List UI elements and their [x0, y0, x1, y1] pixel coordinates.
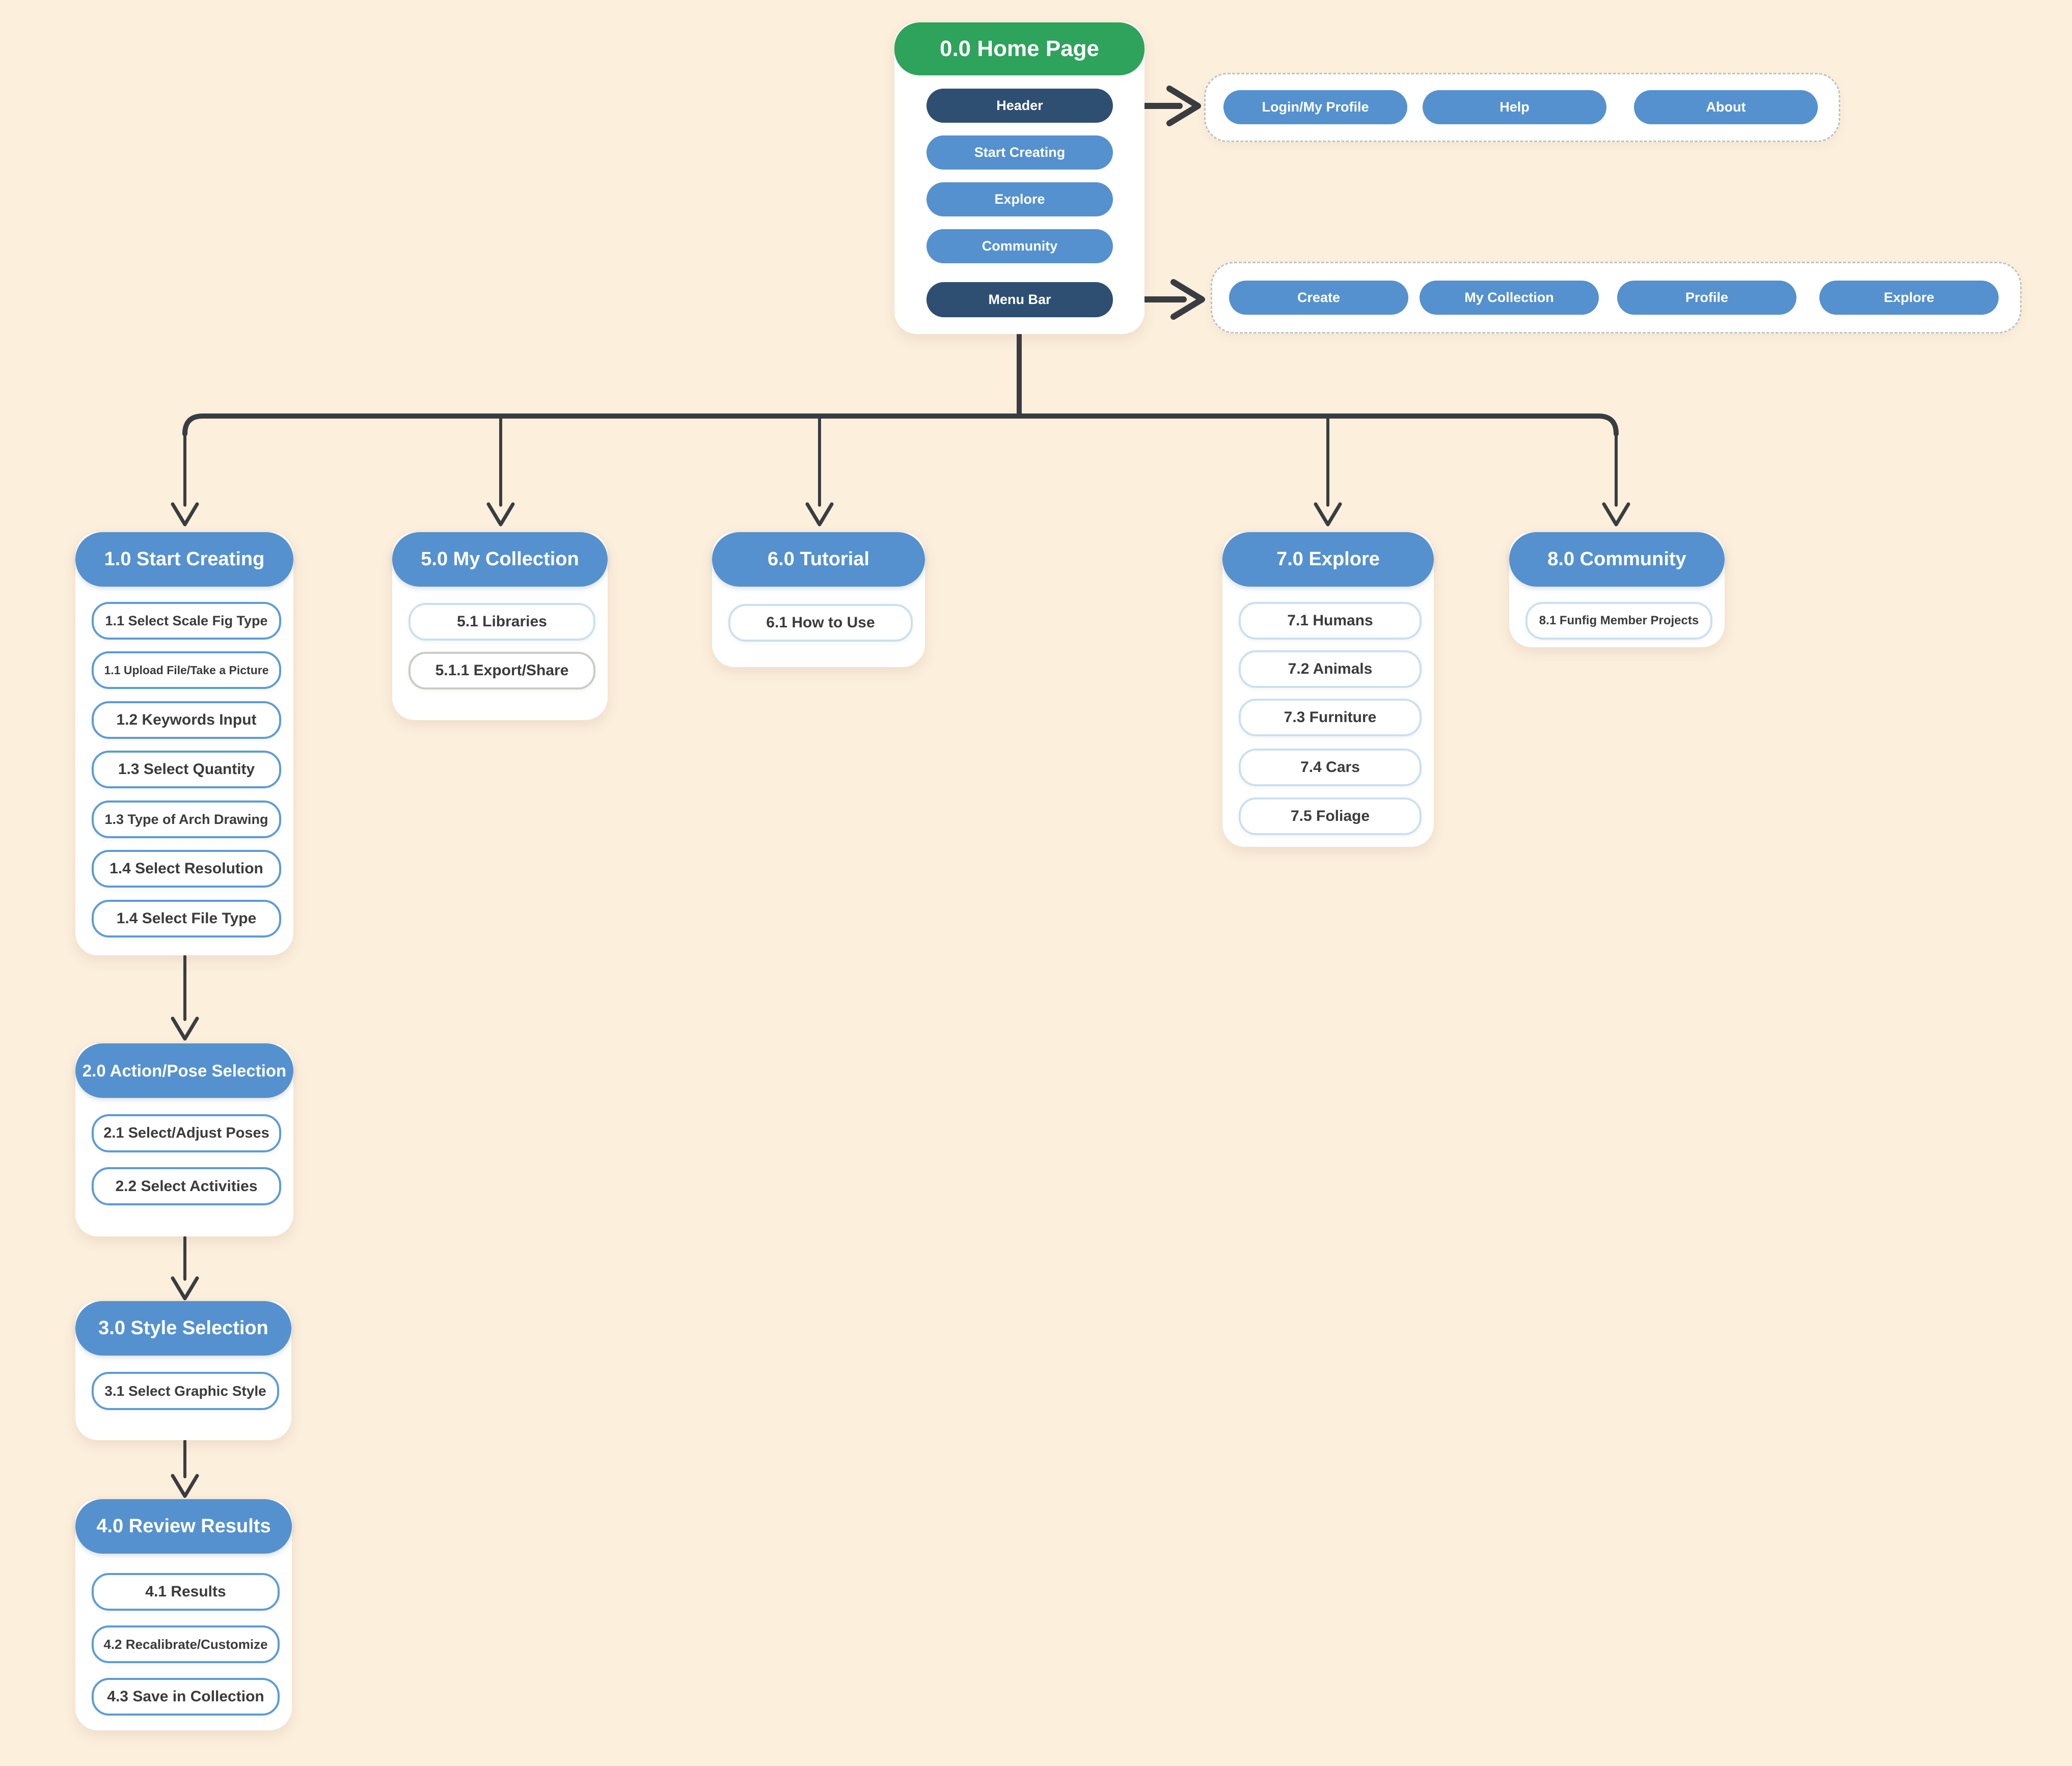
node-type-of-arch-drawing[interactable]: 1.3 Type of Arch Drawing — [92, 801, 281, 838]
node-label: 5.1 Libraries — [457, 613, 547, 630]
node-label: 7.3 Furniture — [1284, 709, 1377, 726]
node-label: 1.1 Select Scale Fig Type — [105, 613, 268, 628]
section-header-my-collection[interactable]: 5.0 My Collection — [392, 532, 608, 587]
node-label: 8.1 Funfig Member Projects — [1539, 614, 1699, 627]
node-label: 3.1 Select Graphic Style — [104, 1383, 266, 1399]
node-select-graphic-style[interactable]: 3.1 Select Graphic Style — [92, 1372, 279, 1410]
node-label: 7.5 Foliage — [1290, 808, 1370, 824]
node-animals[interactable]: 7.2 Animals — [1239, 650, 1422, 688]
node-label: 1.1 Upload File/Take a Picture — [104, 663, 269, 677]
section-title: 1.0 Start Creating — [104, 548, 265, 570]
node-label: 1.2 Keywords Input — [116, 711, 257, 728]
home-button-label: Header — [996, 98, 1043, 113]
submenu-profile[interactable]: Profile — [1617, 281, 1796, 315]
home-button-label: Community — [982, 238, 1058, 254]
node-select-file-type[interactable]: 1.4 Select File Type — [92, 900, 281, 937]
submenu-login-my-profile[interactable]: Login/My Profile — [1223, 90, 1407, 124]
node-save-in-collection[interactable]: 4.3 Save in Collection — [92, 1678, 280, 1716]
section-header-style-selection[interactable]: 3.0 Style Selection — [75, 1301, 291, 1356]
node-cars[interactable]: 7.4 Cars — [1239, 749, 1422, 786]
submenu-label: About — [1706, 99, 1746, 115]
node-select-resolution[interactable]: 1.4 Select Resolution — [92, 850, 281, 888]
node-upload-file-take-picture[interactable]: 1.1 Upload File/Take a Picture — [92, 651, 281, 689]
section-title: 7.0 Explore — [1276, 548, 1380, 570]
node-keywords-input[interactable]: 1.2 Keywords Input — [92, 701, 281, 739]
submenu-label: Profile — [1685, 290, 1729, 305]
node-select-scale-fig-type[interactable]: 1.1 Select Scale Fig Type — [92, 602, 281, 640]
node-label: 7.1 Humans — [1287, 612, 1373, 629]
node-label: 7.2 Animals — [1288, 660, 1373, 677]
node-label: 4.3 Save in Collection — [107, 1688, 264, 1705]
home-button-label: Menu Bar — [988, 292, 1051, 307]
node-label: 2.1 Select/Adjust Poses — [103, 1125, 269, 1141]
home-button-menu-bar[interactable]: Menu Bar — [926, 282, 1113, 317]
section-community: 8.0 Community 8.1 Funfig Member Projects — [1509, 532, 1725, 647]
node-how-to-use[interactable]: 6.1 How to Use — [728, 604, 913, 642]
submenu-label: My Collection — [1464, 290, 1554, 305]
node-recalibrate-customize[interactable]: 4.2 Recalibrate/Customize — [92, 1625, 280, 1663]
tree-connectors — [171, 332, 1630, 527]
submenu-about[interactable]: About — [1634, 90, 1818, 124]
home-page-card: 0.0 Home Page Header Start Creating Expl… — [894, 22, 1144, 334]
node-select-quantity[interactable]: 1.3 Select Quantity — [92, 751, 281, 788]
section-action-pose-selection: 2.0 Action/Pose Selection 2.1 Select/Adj… — [75, 1043, 293, 1236]
node-label: 1.4 Select Resolution — [110, 860, 263, 877]
section-title: 5.0 My Collection — [421, 548, 579, 570]
node-label: 5.1.1 Export/Share — [435, 662, 569, 679]
node-label: 6.1 How to Use — [766, 614, 875, 631]
node-label: 4.2 Recalibrate/Customize — [103, 1636, 268, 1652]
section-header-action-pose[interactable]: 2.0 Action/Pose Selection — [75, 1043, 293, 1098]
submenu-create[interactable]: Create — [1229, 281, 1408, 315]
section-title: 2.0 Action/Pose Selection — [82, 1061, 287, 1080]
section-header-start-creating[interactable]: 1.0 Start Creating — [75, 532, 293, 587]
node-label: 4.1 Results — [145, 1583, 226, 1600]
node-furniture[interactable]: 7.3 Furniture — [1239, 699, 1422, 736]
home-button-start-creating[interactable]: Start Creating — [926, 135, 1113, 170]
section-my-collection: 5.0 My Collection 5.1 Libraries 5.1.1 Ex… — [392, 532, 608, 720]
node-label: 1.3 Select Quantity — [118, 761, 255, 778]
node-label: 1.4 Select File Type — [116, 910, 257, 927]
submenu-label: Create — [1297, 290, 1341, 305]
submenu-label: Help — [1500, 99, 1530, 115]
section-header-review-results[interactable]: 4.0 Review Results — [75, 1499, 292, 1554]
submenu-explore[interactable]: Explore — [1819, 281, 1999, 315]
section-start-creating: 1.0 Start Creating 1.1 Select Scale Fig … — [75, 532, 293, 955]
section-style-selection: 3.0 Style Selection 3.1 Select Graphic S… — [75, 1301, 291, 1440]
home-button-header[interactable]: Header — [926, 89, 1113, 123]
home-button-explore[interactable]: Explore — [926, 182, 1113, 216]
home-page-title: 0.0 Home Page — [939, 36, 1100, 61]
node-humans[interactable]: 7.1 Humans — [1239, 602, 1422, 640]
submenu-my-collection[interactable]: My Collection — [1420, 281, 1599, 315]
section-header-community[interactable]: 8.0 Community — [1509, 532, 1725, 587]
section-explore: 7.0 Explore 7.1 Humans 7.2 Animals 7.3 F… — [1222, 532, 1434, 847]
submenu-help[interactable]: Help — [1423, 90, 1606, 124]
node-libraries[interactable]: 5.1 Libraries — [408, 603, 595, 641]
node-label: 1.3 Type of Arch Drawing — [104, 811, 268, 827]
node-select-adjust-poses[interactable]: 2.1 Select/Adjust Poses — [92, 1114, 281, 1152]
submenu-label: Login/My Profile — [1262, 99, 1369, 115]
section-title: 6.0 Tutorial — [768, 548, 869, 570]
home-page-node[interactable]: 0.0 Home Page — [894, 22, 1144, 75]
section-title: 4.0 Review Results — [96, 1515, 271, 1537]
node-funfig-member-projects[interactable]: 8.1 Funfig Member Projects — [1525, 602, 1712, 640]
node-label: 7.4 Cars — [1300, 759, 1360, 776]
menubar-submenu-group: Create My Collection Profile Explore — [1211, 262, 2022, 334]
home-button-community[interactable]: Community — [926, 229, 1113, 263]
node-export-share[interactable]: 5.1.1 Export/Share — [408, 652, 595, 689]
section-title: 3.0 Style Selection — [98, 1317, 268, 1339]
section-title: 8.0 Community — [1547, 548, 1686, 570]
submenu-label: Explore — [1884, 290, 1934, 305]
node-label: 2.2 Select Activities — [115, 1177, 258, 1195]
node-select-activities[interactable]: 2.2 Select Activities — [92, 1167, 281, 1205]
node-foliage[interactable]: 7.5 Foliage — [1239, 797, 1422, 835]
home-button-label: Start Creating — [974, 145, 1066, 160]
section-tutorial: 6.0 Tutorial 6.1 How to Use — [712, 532, 925, 667]
section-review-results: 4.0 Review Results 4.1 Results 4.2 Recal… — [75, 1499, 292, 1730]
header-submenu-group: Login/My Profile Help About — [1204, 73, 1840, 142]
node-results[interactable]: 4.1 Results — [92, 1573, 280, 1611]
home-button-label: Explore — [994, 191, 1045, 207]
section-header-explore[interactable]: 7.0 Explore — [1222, 532, 1434, 587]
section-header-tutorial[interactable]: 6.0 Tutorial — [712, 532, 925, 587]
